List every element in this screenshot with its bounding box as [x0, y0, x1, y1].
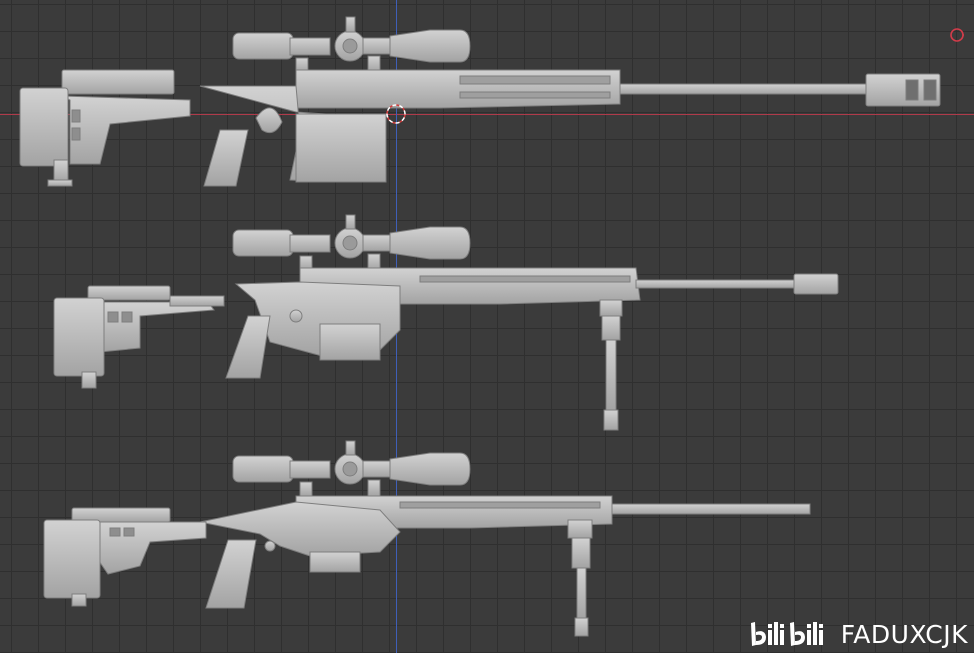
- bipod: [599, 299, 623, 431]
- scope: [232, 16, 471, 73]
- bipod: [567, 519, 593, 637]
- sniper-rifle-3[interactable]: [43, 440, 811, 637]
- watermark: FADUXCJK: [749, 617, 968, 651]
- scope: [232, 440, 471, 497]
- 3d-cursor-icon[interactable]: [386, 104, 406, 124]
- bilibili-logo-icon: [750, 622, 823, 646]
- scope: [232, 214, 471, 271]
- origin-marker-icon[interactable]: [950, 28, 964, 42]
- sniper-rifle-1[interactable]: [19, 16, 941, 187]
- watermark-author: FADUXCJK: [840, 619, 968, 649]
- x-axis-line: [0, 114, 974, 115]
- sniper-rifle-2[interactable]: [53, 214, 839, 431]
